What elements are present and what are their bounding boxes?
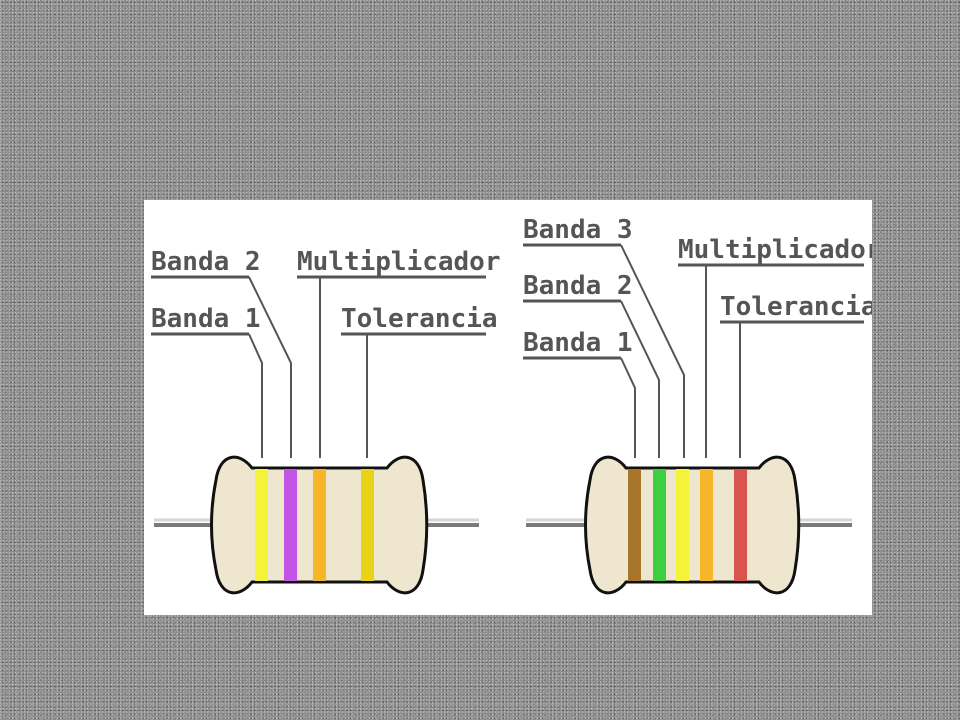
left-label-tolerancia: Tolerancia <box>341 304 498 334</box>
resistor-diagram: Banda 2 Banda 1 Multiplicador Tolerancia <box>151 215 872 595</box>
right-label-tolerancia: Tolerancia <box>720 292 872 322</box>
left-band-multiplier <box>313 469 326 581</box>
right-leader-band-3 <box>620 244 685 458</box>
left-resistor: Banda 2 Banda 1 Multiplicador Tolerancia <box>151 247 501 595</box>
right-band-3 <box>676 469 689 581</box>
left-band-2 <box>284 469 297 581</box>
right-label-banda-2: Banda 2 <box>523 271 633 301</box>
right-resistor-body <box>584 455 801 595</box>
left-band-tolerance <box>361 469 374 581</box>
left-leader-band-1 <box>248 333 263 458</box>
right-band-2 <box>653 469 666 581</box>
right-leader-band-2 <box>620 300 660 458</box>
left-band-1 <box>255 469 268 581</box>
right-resistor: Banda 3 Banda 2 Banda 1 Multiplicador To… <box>523 215 872 595</box>
left-label-multiplicador: Multiplicador <box>297 247 501 277</box>
left-leader-band-2 <box>248 276 292 458</box>
right-band-multiplier <box>700 469 713 581</box>
left-label-banda-1: Banda 1 <box>151 304 261 334</box>
right-band-tolerance <box>734 469 747 581</box>
left-label-banda-2: Banda 2 <box>151 247 261 277</box>
right-band-1 <box>628 469 641 581</box>
resistor-diagram-panel: Banda 2 Banda 1 Multiplicador Tolerancia <box>144 200 872 615</box>
right-label-multiplicador: Multiplicador <box>678 235 872 265</box>
right-leader-band-1 <box>620 357 636 458</box>
right-label-banda-1: Banda 1 <box>523 328 633 358</box>
right-label-banda-3: Banda 3 <box>523 215 633 245</box>
